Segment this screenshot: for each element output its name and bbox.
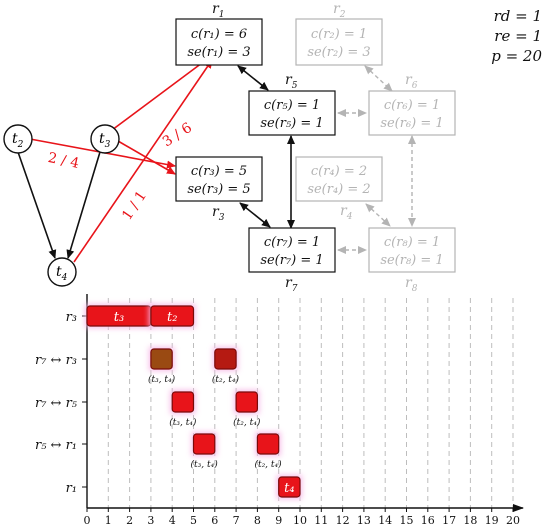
svg-text:se(r₂) = 3: se(r₂) = 3 bbox=[307, 45, 370, 60]
edge-label-t4-r1: 1 / 1 bbox=[119, 188, 150, 223]
edge-t3-t4 bbox=[66, 151, 101, 259]
task-block bbox=[192, 433, 216, 455]
svg-text:r4: r4 bbox=[340, 203, 353, 222]
x-tick-label: 18 bbox=[463, 514, 477, 527]
svg-text:se(r₃) = 5: se(r₃) = 5 bbox=[187, 182, 250, 197]
svg-text:t2: t2 bbox=[12, 131, 24, 150]
x-tick-label: 0 bbox=[84, 514, 91, 527]
svg-text:c(r₈) = 1: c(r₈) = 1 bbox=[384, 235, 440, 250]
transfer-caption: (t₂, t₄) bbox=[254, 459, 282, 470]
link-r2-r6 bbox=[364, 65, 393, 92]
task-node-t4: t4 bbox=[47, 257, 77, 287]
transfer-caption: (t₃, t₄) bbox=[148, 374, 176, 385]
svg-text:se(r₆) = 1: se(r₆) = 1 bbox=[380, 116, 443, 131]
svg-text:r7: r7 bbox=[285, 275, 298, 294]
x-tick-label: 13 bbox=[357, 514, 371, 527]
task-block-label: t₄ bbox=[284, 481, 294, 496]
x-tick-label: 7 bbox=[233, 514, 240, 527]
task-node-t3: t3 bbox=[90, 124, 120, 154]
resource-node-r3: c(r₃) = 5 se(r₃) = 5 r3 bbox=[175, 156, 263, 223]
x-tick-label: 10 bbox=[293, 514, 307, 527]
x-tick-label: 9 bbox=[275, 514, 282, 527]
svg-text:c(r₂) = 1: c(r₂) = 1 bbox=[311, 27, 367, 42]
x-tick-label: 16 bbox=[421, 514, 435, 527]
resource-node-r6: r6 c(r₆) = 1 se(r₆) = 1 bbox=[368, 72, 456, 136]
transfer-caption: (t₃, t₄) bbox=[169, 417, 197, 428]
task-block bbox=[150, 348, 173, 370]
link-r3-r7 bbox=[239, 202, 271, 228]
row-label: r₇ ↔ r₃ bbox=[35, 353, 77, 368]
task-block bbox=[256, 433, 280, 455]
task-block bbox=[171, 391, 195, 413]
task-block-label: t₃ bbox=[114, 310, 124, 325]
x-tick-label: 4 bbox=[169, 514, 176, 527]
edge-t3-r1 bbox=[111, 56, 211, 131]
parameters-legend: rd = 1 re = 1 p = 20 bbox=[491, 6, 542, 66]
x-tick-label: 5 bbox=[190, 514, 197, 527]
svg-text:se(r₅) = 1: se(r₅) = 1 bbox=[260, 116, 323, 131]
row-label: r₇ ↔ r₅ bbox=[35, 396, 78, 411]
transfer-caption: (t₂, t₄) bbox=[233, 417, 261, 428]
svg-text:t3: t3 bbox=[99, 131, 111, 150]
x-tick-label: 17 bbox=[442, 514, 456, 527]
svg-text:r6: r6 bbox=[405, 72, 418, 91]
task-block bbox=[235, 391, 259, 413]
edge-label-t2-r3: 2 / 4 bbox=[46, 150, 80, 172]
task-block bbox=[214, 348, 237, 370]
row-label: r₁ bbox=[66, 481, 77, 496]
svg-text:r8: r8 bbox=[405, 275, 418, 294]
edge-t2-t4 bbox=[17, 151, 57, 259]
link-r1-r5 bbox=[237, 65, 269, 91]
x-tick-label: 14 bbox=[378, 514, 392, 527]
row-label: r₃ bbox=[66, 310, 77, 325]
x-tick-label: 8 bbox=[254, 514, 261, 527]
x-tick-label: 12 bbox=[336, 514, 350, 527]
param-re: re = 1 bbox=[494, 27, 542, 45]
x-tick-label: 6 bbox=[211, 514, 218, 527]
resource-node-r2: r2 c(r₂) = 1 se(r₂) = 3 bbox=[295, 1, 383, 66]
task-block bbox=[150, 305, 195, 327]
transfer-caption: (t₂, t₄) bbox=[212, 374, 240, 385]
x-tick-label: 11 bbox=[314, 514, 328, 527]
resource-node-r7: c(r₇) = 1 se(r₇) = 1 r7 bbox=[248, 227, 336, 294]
x-tick-label: 19 bbox=[485, 514, 499, 527]
resource-node-r1: r1 c(r₁) = 6 se(r₁) = 3 bbox=[175, 1, 263, 66]
x-tick-label: 15 bbox=[400, 514, 414, 527]
task-block bbox=[278, 476, 301, 498]
svg-text:se(r₁) = 3: se(r₁) = 3 bbox=[187, 45, 250, 60]
svg-text:se(r₇) = 1: se(r₇) = 1 bbox=[260, 253, 323, 268]
svg-text:r2: r2 bbox=[333, 1, 346, 20]
svg-text:t4: t4 bbox=[56, 264, 68, 283]
resource-node-r8: c(r₈) = 1 se(r₈) = 1 r8 bbox=[368, 227, 456, 294]
svg-text:c(r₁) = 6: c(r₁) = 6 bbox=[191, 27, 247, 42]
x-tick-label: 2 bbox=[126, 514, 133, 527]
svg-text:c(r₇) = 1: c(r₇) = 1 bbox=[264, 235, 320, 250]
svg-text:c(r₄) = 2: c(r₄) = 2 bbox=[311, 164, 367, 179]
svg-text:se(r₈) = 1: se(r₈) = 1 bbox=[380, 253, 443, 268]
svg-text:r5: r5 bbox=[285, 72, 298, 91]
transfer-caption: (t₃, t₄) bbox=[191, 459, 219, 470]
param-rd: rd = 1 bbox=[493, 7, 542, 25]
task-block-label: t₂ bbox=[167, 310, 177, 325]
edge-label-t3-r1: 3 / 6 bbox=[160, 120, 195, 151]
svg-text:se(r₄) = 2: se(r₄) = 2 bbox=[307, 182, 370, 197]
param-p: p = 20 bbox=[491, 47, 542, 65]
resource-node-r5: r5 c(r₅) = 1 se(r₅) = 1 bbox=[248, 72, 336, 136]
link-r4-r8 bbox=[365, 203, 391, 227]
svg-text:r3: r3 bbox=[212, 204, 225, 223]
svg-text:c(r₅) = 1: c(r₅) = 1 bbox=[264, 98, 320, 113]
resource-node-r4: c(r₄) = 2 se(r₄) = 2 r4 bbox=[295, 156, 383, 222]
edge-t4-r1 bbox=[73, 59, 213, 263]
x-tick-label: 20 bbox=[506, 514, 520, 527]
task-node-t2: t2 bbox=[3, 124, 33, 154]
x-tick-label: 1 bbox=[105, 514, 112, 527]
svg-text:r1: r1 bbox=[212, 1, 224, 20]
svg-text:c(r₃) = 5: c(r₃) = 5 bbox=[191, 164, 247, 179]
row-label: r₅ ↔ r₁ bbox=[35, 438, 77, 453]
svg-text:c(r₆) = 1: c(r₆) = 1 bbox=[384, 98, 440, 113]
x-tick-label: 3 bbox=[147, 514, 154, 527]
edge-t3-r3 bbox=[117, 140, 176, 175]
